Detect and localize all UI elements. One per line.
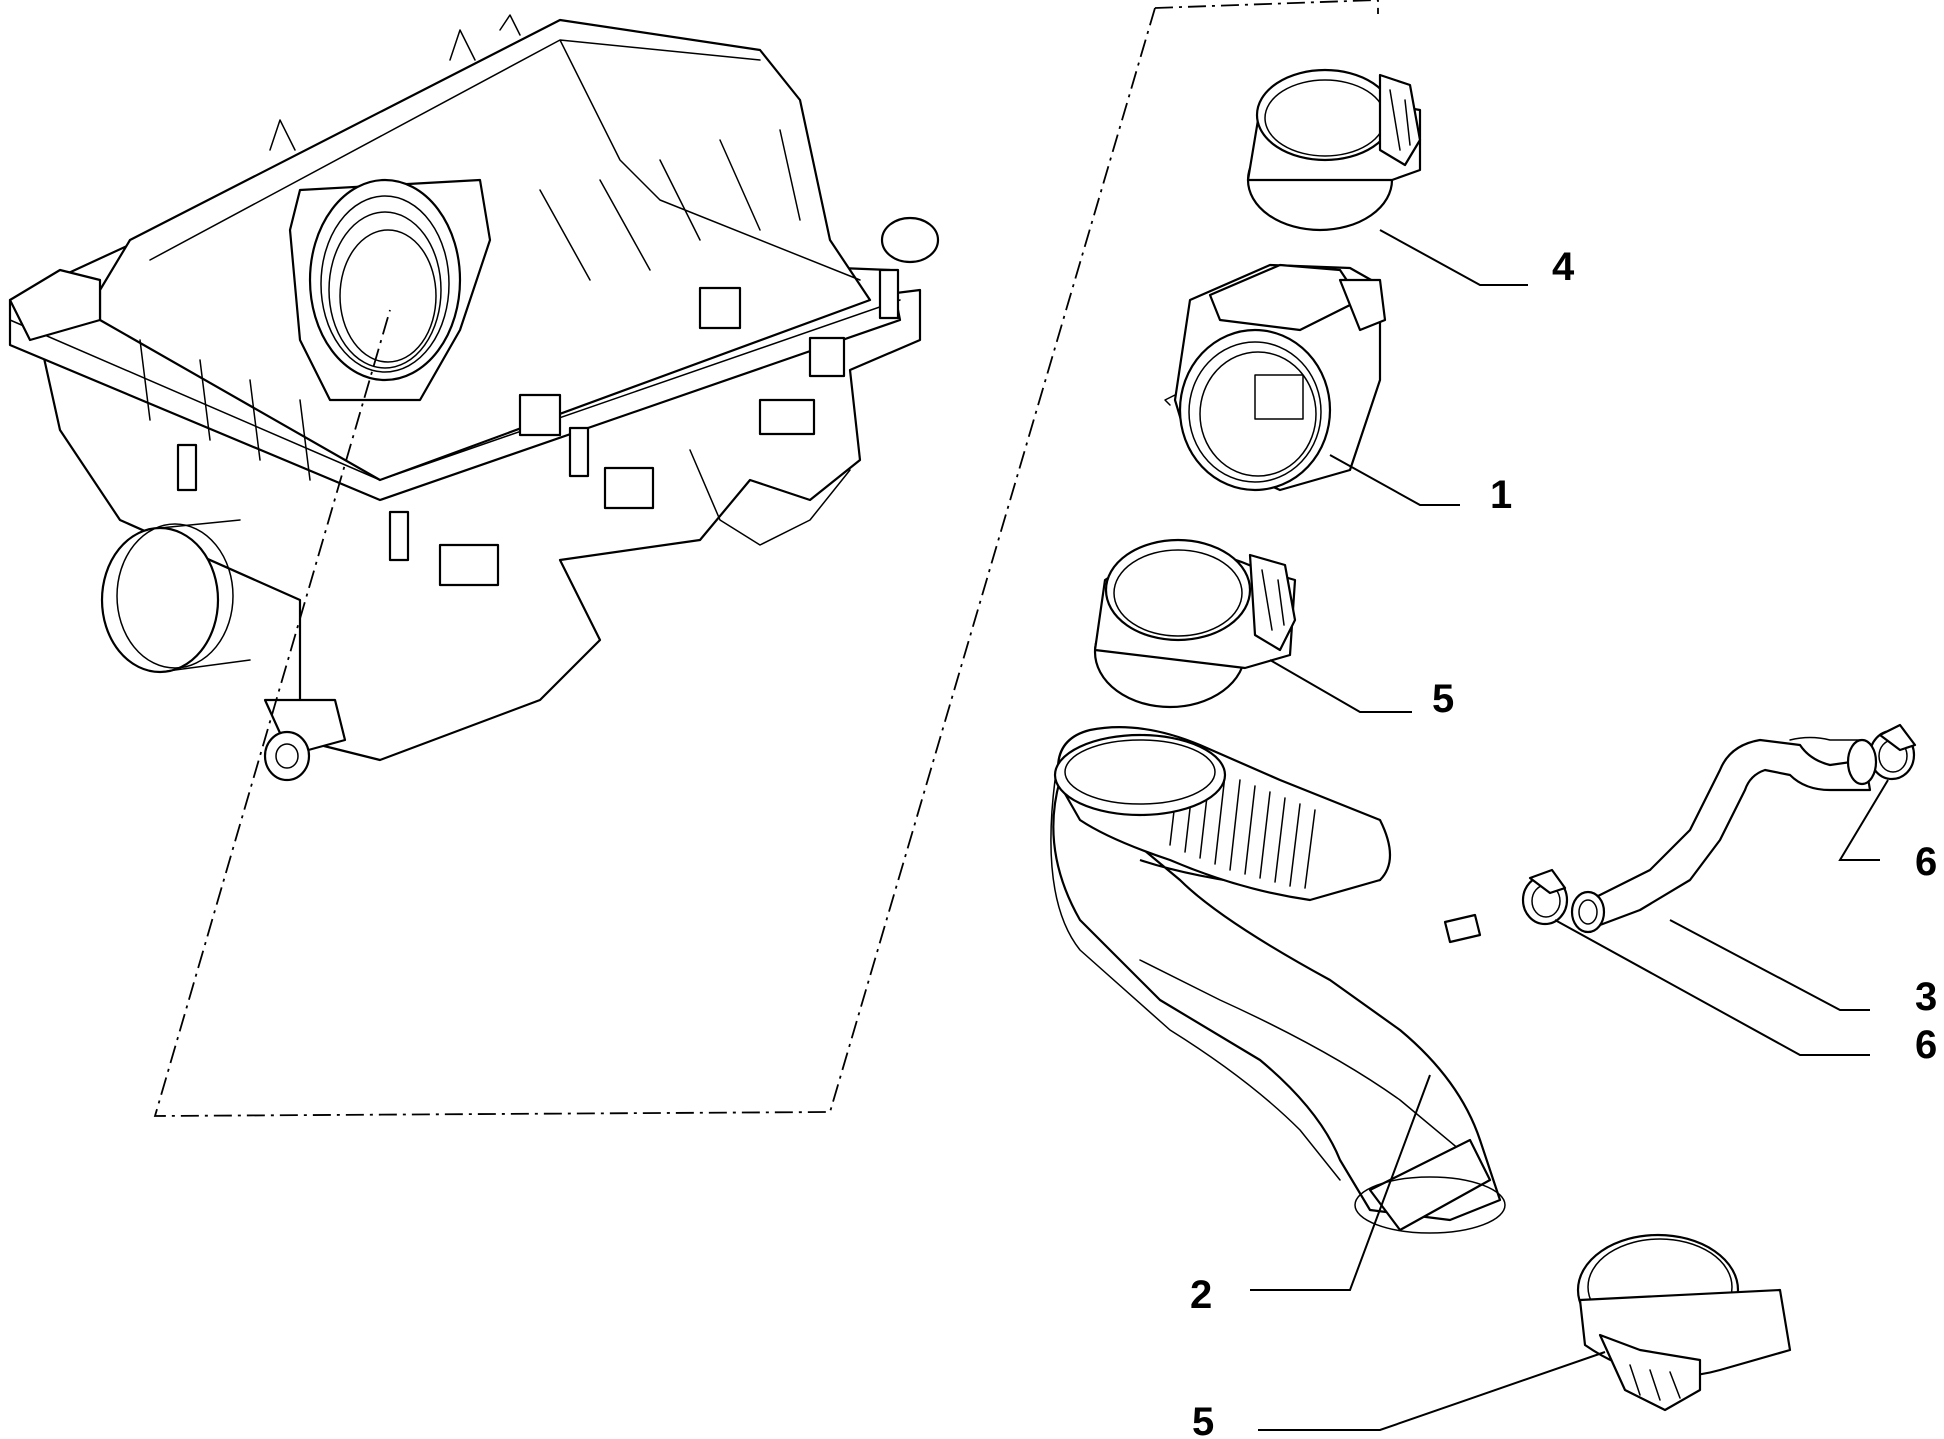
callout-3: 3 (1915, 975, 1937, 1019)
air-filter-housing-icon[interactable] (8, 14, 940, 782)
hose-clamp-icon[interactable] (1521, 868, 1569, 926)
leader-lines (1250, 229, 1889, 1431)
callout-5: 5 (1432, 677, 1454, 721)
callout-2: 2 (1190, 1273, 1212, 1317)
hose-clamp-icon[interactable] (1093, 538, 1297, 709)
callout-labels: 4 1 5 6 3 6 2 5 (1190, 245, 1937, 1439)
assembly-reference-outline (153, 0, 1379, 1117)
callout-4: 4 (1552, 245, 1575, 289)
breather-pipe-icon[interactable] (1570, 736, 1878, 934)
hose-clamp-icon[interactable] (1246, 68, 1422, 232)
hose-clamp-icon[interactable] (1868, 723, 1917, 781)
air-flow-meter-icon[interactable] (1164, 263, 1387, 492)
callout-6: 6 (1915, 1023, 1937, 1067)
callout-1: 1 (1490, 473, 1512, 517)
hose-clamp-icon[interactable] (1576, 1233, 1792, 1412)
intake-hose-icon[interactable] (1050, 726, 1506, 1234)
callout-5: 5 (1192, 1400, 1214, 1439)
callout-6: 6 (1915, 840, 1937, 884)
